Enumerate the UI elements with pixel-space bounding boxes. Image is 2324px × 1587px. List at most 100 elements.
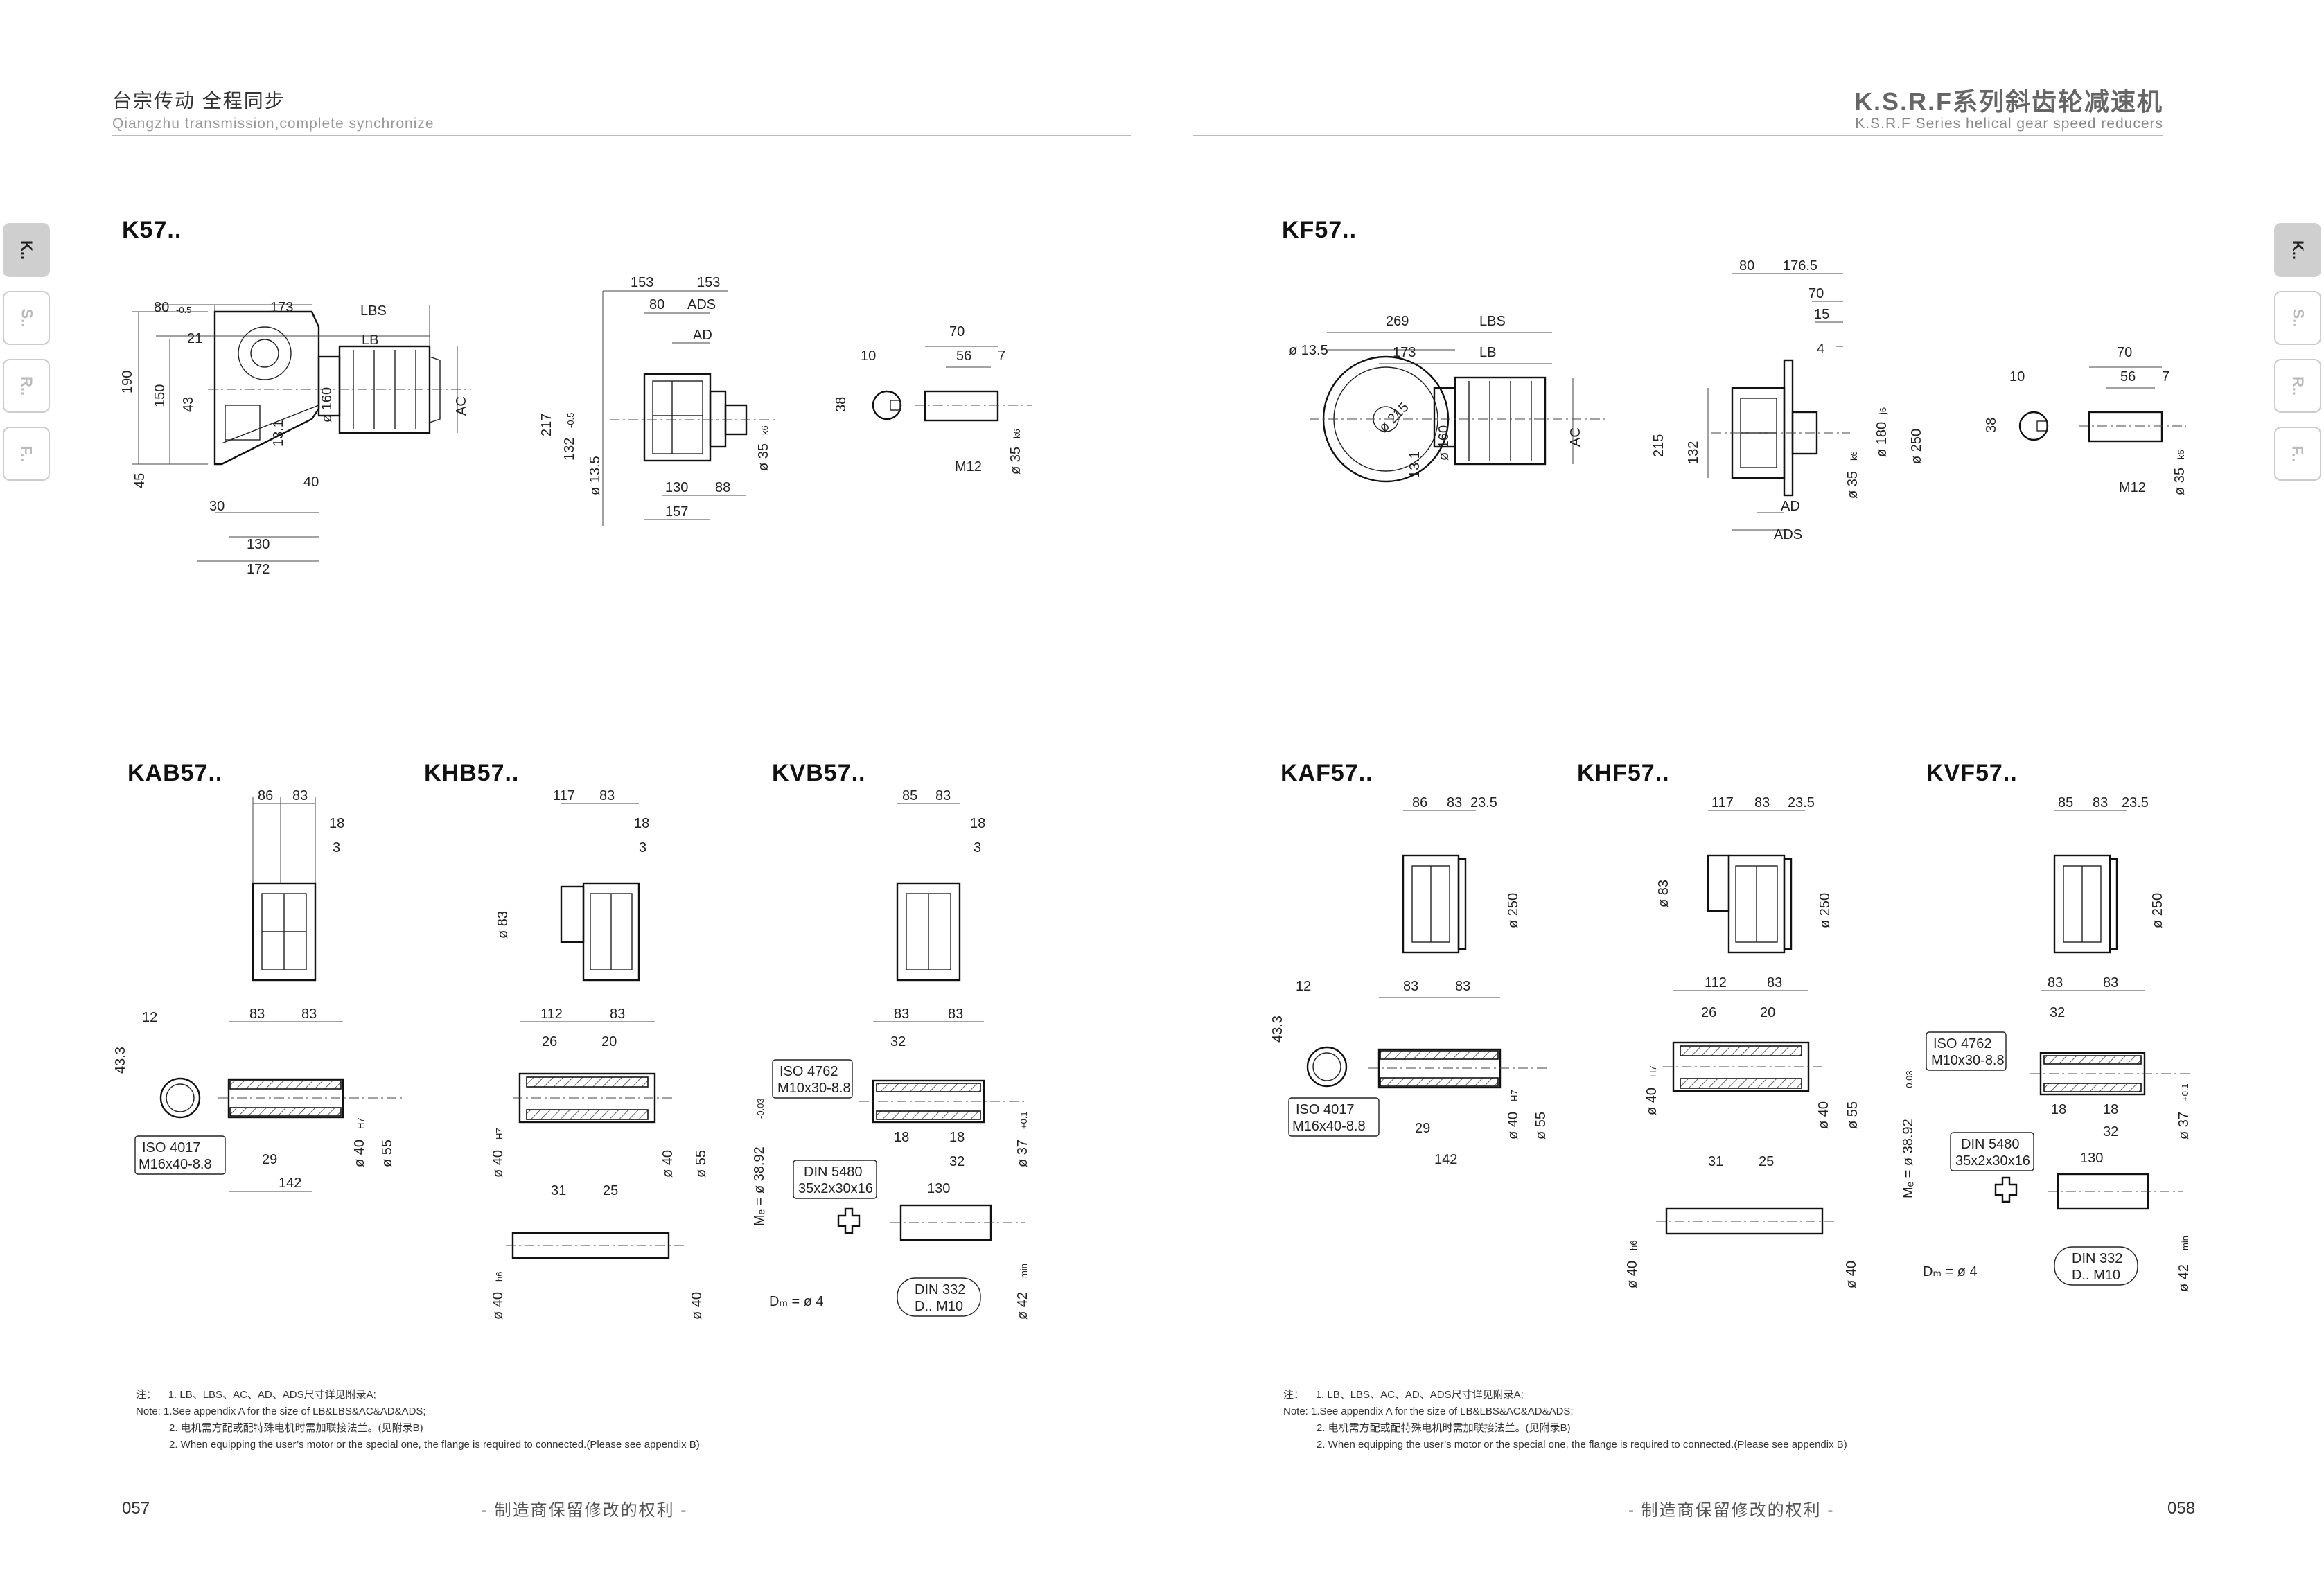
svg-text:85: 85 [902,788,917,804]
svg-text:150: 150 [152,384,168,407]
svg-text:83: 83 [1455,979,1470,994]
svg-text:AC: AC [1568,427,1583,447]
svg-text:M10x30-8.8: M10x30-8.8 [777,1081,851,1096]
model-title-k57: K57.. [122,217,182,243]
svg-text:10: 10 [2009,369,2025,384]
svg-text:40: 40 [303,475,319,490]
svg-text:DIN 332: DIN 332 [2072,1251,2122,1266]
svg-text:10: 10 [861,348,876,364]
side-tab-f-right[interactable]: F.. [2274,427,2321,481]
svg-text:H7: H7 [1509,1090,1520,1101]
header-right-title: K.S.R.F系列斜齿轮减速机 [1854,87,2163,116]
svg-text:176.5: 176.5 [1783,258,1817,274]
svg-text:AD: AD [1781,499,1800,514]
svg-text:32: 32 [890,1034,906,1049]
side-tab-s-left[interactable]: S.. [3,291,50,345]
side-tab-r-left[interactable]: R.. [3,359,50,413]
svg-text:25: 25 [603,1183,618,1198]
svg-text:130: 130 [247,537,270,552]
svg-text:ADS: ADS [1774,527,1802,542]
k57-side-drawing: 153 153 80 ADS AD 217 132 -0.5 ø 13.5 13… [534,270,797,540]
svg-text:ADS: ADS [687,297,716,312]
svg-text:35x2x30x16: 35x2x30x16 [798,1181,873,1196]
side-tab-k-right[interactable]: K.. [2274,223,2321,277]
svg-text:ø 35: ø 35 [1845,471,1860,499]
svg-text:32: 32 [2050,1005,2065,1020]
svg-text:ø 250: ø 250 [1909,429,1924,464]
svg-text:ø 40: ø 40 [1644,1088,1660,1115]
svg-text:153: 153 [631,275,653,290]
svg-text:12: 12 [1296,979,1311,994]
svg-text:h6: h6 [1628,1241,1639,1250]
svg-text:ø 42: ø 42 [1015,1292,1030,1320]
svg-text:130: 130 [927,1181,950,1196]
svg-text:ø 13.5: ø 13.5 [1289,343,1328,358]
svg-text:ø 40: ø 40 [1844,1261,1859,1288]
svg-text:H7: H7 [1648,1065,1658,1077]
svg-text:117: 117 [1711,795,1734,810]
svg-text:ø 40: ø 40 [491,1292,506,1320]
svg-text:M12: M12 [2119,480,2146,495]
svg-text:56: 56 [2120,369,2136,384]
rights-notice-right: - 制造商保留修改的权利 - [1628,1501,1835,1520]
svg-text:D.. M10: D.. M10 [2072,1268,2120,1283]
svg-text:18: 18 [949,1130,965,1145]
side-tab-s-right[interactable]: S.. [2274,291,2321,345]
svg-text:83: 83 [1767,975,1782,991]
svg-text:83: 83 [1403,979,1418,994]
svg-text:ISO 4762: ISO 4762 [1933,1036,1992,1052]
svg-text:ø 55: ø 55 [694,1150,709,1178]
svg-text:18: 18 [970,816,985,831]
svg-text:217: 217 [539,414,554,436]
svg-text:AC: AC [454,396,469,416]
svg-text:83: 83 [948,1007,963,1022]
svg-text:ø 160: ø 160 [1436,425,1452,461]
svg-text:70: 70 [2117,345,2132,360]
khf57-drawing: 117 83 23.5 ø 83 ø 250 112 83 26 20 ø 40… [1621,783,1871,1309]
svg-text:83: 83 [292,788,308,804]
side-tab-f-left[interactable]: F.. [3,427,50,481]
svg-text:80: 80 [1739,258,1754,274]
svg-text:130: 130 [2080,1151,2103,1166]
kab57-drawing: 86 83 18 3 12 83 83 43.3 ISO 4017 M16x40… [111,783,416,1212]
svg-text:h6: h6 [494,1272,504,1282]
svg-text:88: 88 [715,480,730,495]
svg-text:DIN 332: DIN 332 [915,1282,965,1297]
side-tab-k-left[interactable]: K.. [3,223,50,277]
side-tab-r-right[interactable]: R.. [2274,359,2321,413]
model-title-kvb57: KVB57.. [772,760,866,786]
svg-text:26: 26 [1701,1005,1716,1020]
svg-text:130: 130 [665,480,688,495]
svg-text:80: 80 [649,297,664,312]
svg-text:-0.5: -0.5 [176,305,191,315]
kf57-shaft-drawing: 70 10 56 7 38 M12 ø 35 k6 [1982,333,2190,506]
svg-text:j6: j6 [1878,407,1888,415]
svg-text:43: 43 [181,397,196,412]
svg-text:ø 55: ø 55 [1845,1101,1860,1129]
k57-front-drawing: 80 -0.5 173 LBS 21 LB 190 150 43 ø 160 A… [111,277,471,596]
svg-text:k6: k6 [759,425,770,435]
svg-text:43.3: 43.3 [1270,1016,1285,1043]
svg-text:20: 20 [601,1034,617,1049]
notes-right: 注： 1. LB、LBS、AC、AD、ADS尺寸详见附录A; Note: 1.S… [1283,1389,1847,1451]
svg-text:132: 132 [562,438,577,461]
header-rule-right [1193,135,2163,136]
model-title-khf57: KHF57.. [1577,760,1670,786]
svg-text:26: 26 [542,1034,557,1049]
svg-text:+0.1: +0.1 [1019,1111,1029,1129]
svg-text:LBS: LBS [1479,314,1506,329]
svg-text:k6: k6 [1012,429,1022,438]
svg-text:83: 83 [2103,975,2118,991]
svg-text:ø 250: ø 250 [1817,893,1833,928]
svg-text:112: 112 [1705,975,1727,991]
svg-text:4: 4 [1817,342,1824,357]
svg-text:Mₑ = ø 38.92: Mₑ = ø 38.92 [752,1146,767,1226]
svg-text:15: 15 [1814,307,1829,322]
svg-text:ISO 4017: ISO 4017 [1296,1102,1355,1117]
svg-text:18: 18 [634,816,649,831]
svg-text:20: 20 [1760,1005,1775,1020]
header-left-cn: 台宗传动 全程同步 [112,90,285,112]
svg-text:31: 31 [1708,1154,1723,1169]
svg-text:12: 12 [142,1010,157,1025]
svg-text:ø 37: ø 37 [1015,1140,1030,1167]
